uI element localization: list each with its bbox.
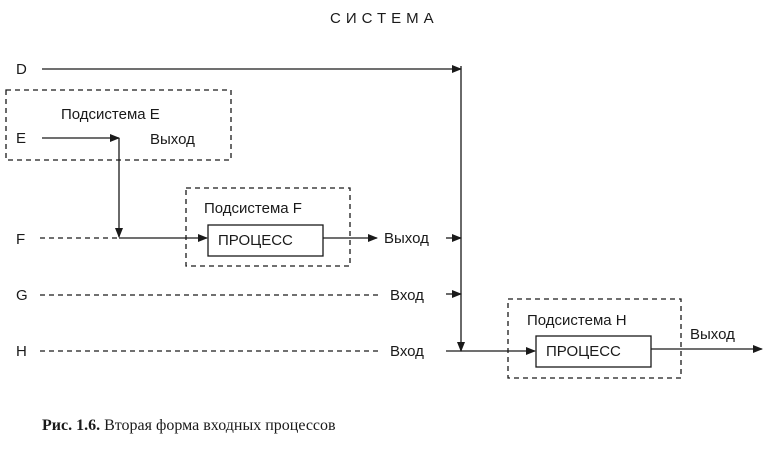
process-f-box bbox=[207, 224, 324, 257]
process-h-label: ПРОЦЕСС bbox=[546, 343, 621, 360]
input-f-label: F bbox=[16, 231, 26, 248]
subsystem-h-output-label: Выход bbox=[690, 326, 735, 343]
subsystem-f-output-label: Выход bbox=[384, 230, 429, 247]
process-f-label: ПРОЦЕСС bbox=[218, 232, 293, 249]
figure-caption-number: Рис. 1.6. bbox=[42, 417, 101, 434]
subsystem-e-title: Подсистема E bbox=[61, 106, 160, 123]
process-h-box bbox=[535, 335, 652, 368]
input-h-label: H bbox=[16, 343, 27, 360]
figure-caption: Рис. 1.6. Вторая форма входных процессов bbox=[42, 417, 336, 435]
input-d-label: D bbox=[16, 61, 27, 78]
input-e-label: E bbox=[16, 130, 27, 147]
subsystem-h-title: Подсистема H bbox=[527, 312, 627, 329]
subsystem-h-box bbox=[507, 298, 682, 379]
subsystem-e-output-label: Выход bbox=[150, 131, 195, 148]
input-g-label: G bbox=[16, 287, 28, 304]
figure-caption-text: Вторая форма входных процессов bbox=[104, 417, 336, 434]
subsystem-f-box bbox=[185, 187, 351, 267]
diagram-title: СИСТЕМА bbox=[330, 10, 439, 27]
input-h-entry-label: Вход bbox=[390, 343, 424, 360]
subsystem-f-title: Подсистема F bbox=[204, 200, 302, 217]
input-g-entry-label: Вход bbox=[390, 287, 424, 304]
